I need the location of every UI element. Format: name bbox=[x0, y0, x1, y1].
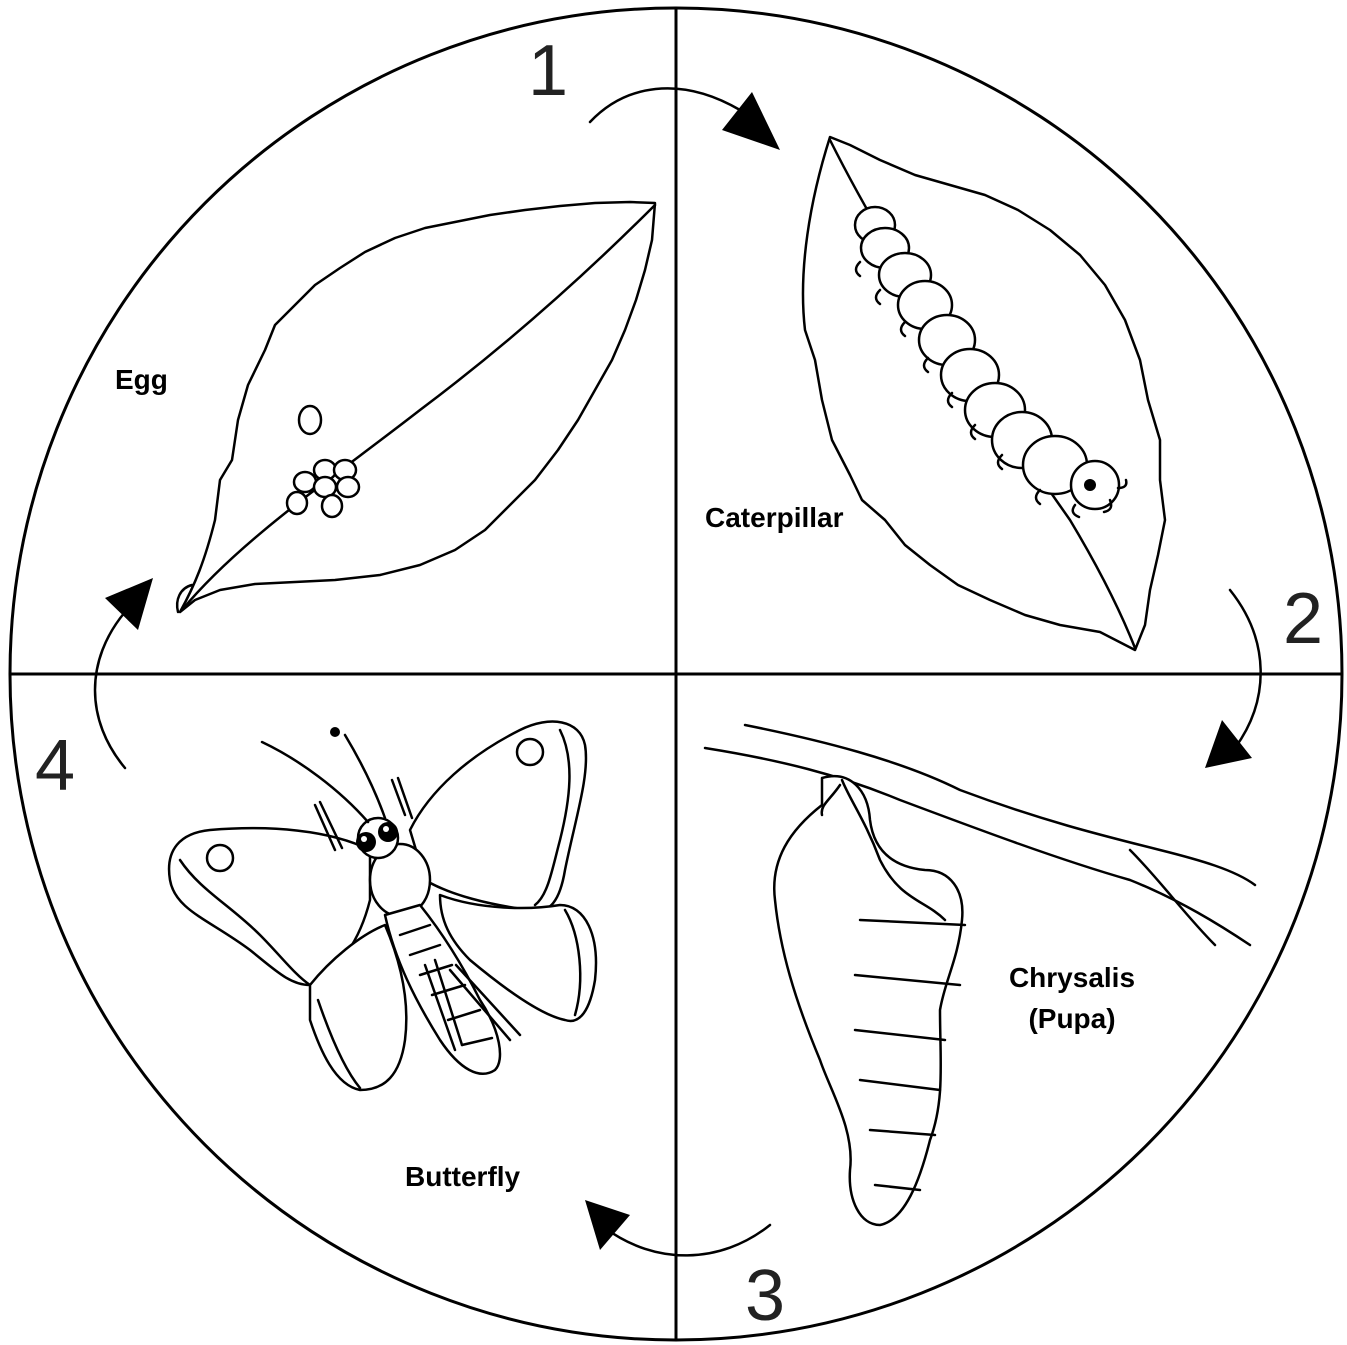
egg-cluster bbox=[287, 406, 359, 517]
step-number-4: 4 bbox=[35, 726, 75, 806]
egg-label: Egg bbox=[115, 364, 168, 395]
step-number-2: 2 bbox=[1283, 579, 1323, 659]
butterfly bbox=[169, 722, 596, 1090]
egg-leaf-illustration bbox=[177, 202, 655, 612]
caterpillar-label: Caterpillar bbox=[705, 502, 844, 533]
chrysalis-label: Chrysalis bbox=[1009, 962, 1135, 993]
caterpillar bbox=[855, 207, 1126, 517]
butterfly-label: Butterfly bbox=[405, 1161, 521, 1192]
step-number-1: 1 bbox=[528, 31, 568, 111]
arrow-1 bbox=[590, 88, 780, 150]
arrow-2 bbox=[1205, 590, 1261, 768]
step-number-3: 3 bbox=[745, 1256, 785, 1336]
chrysalis-label-line2: (Pupa) bbox=[1028, 1003, 1115, 1034]
chrysalis bbox=[774, 776, 965, 1225]
